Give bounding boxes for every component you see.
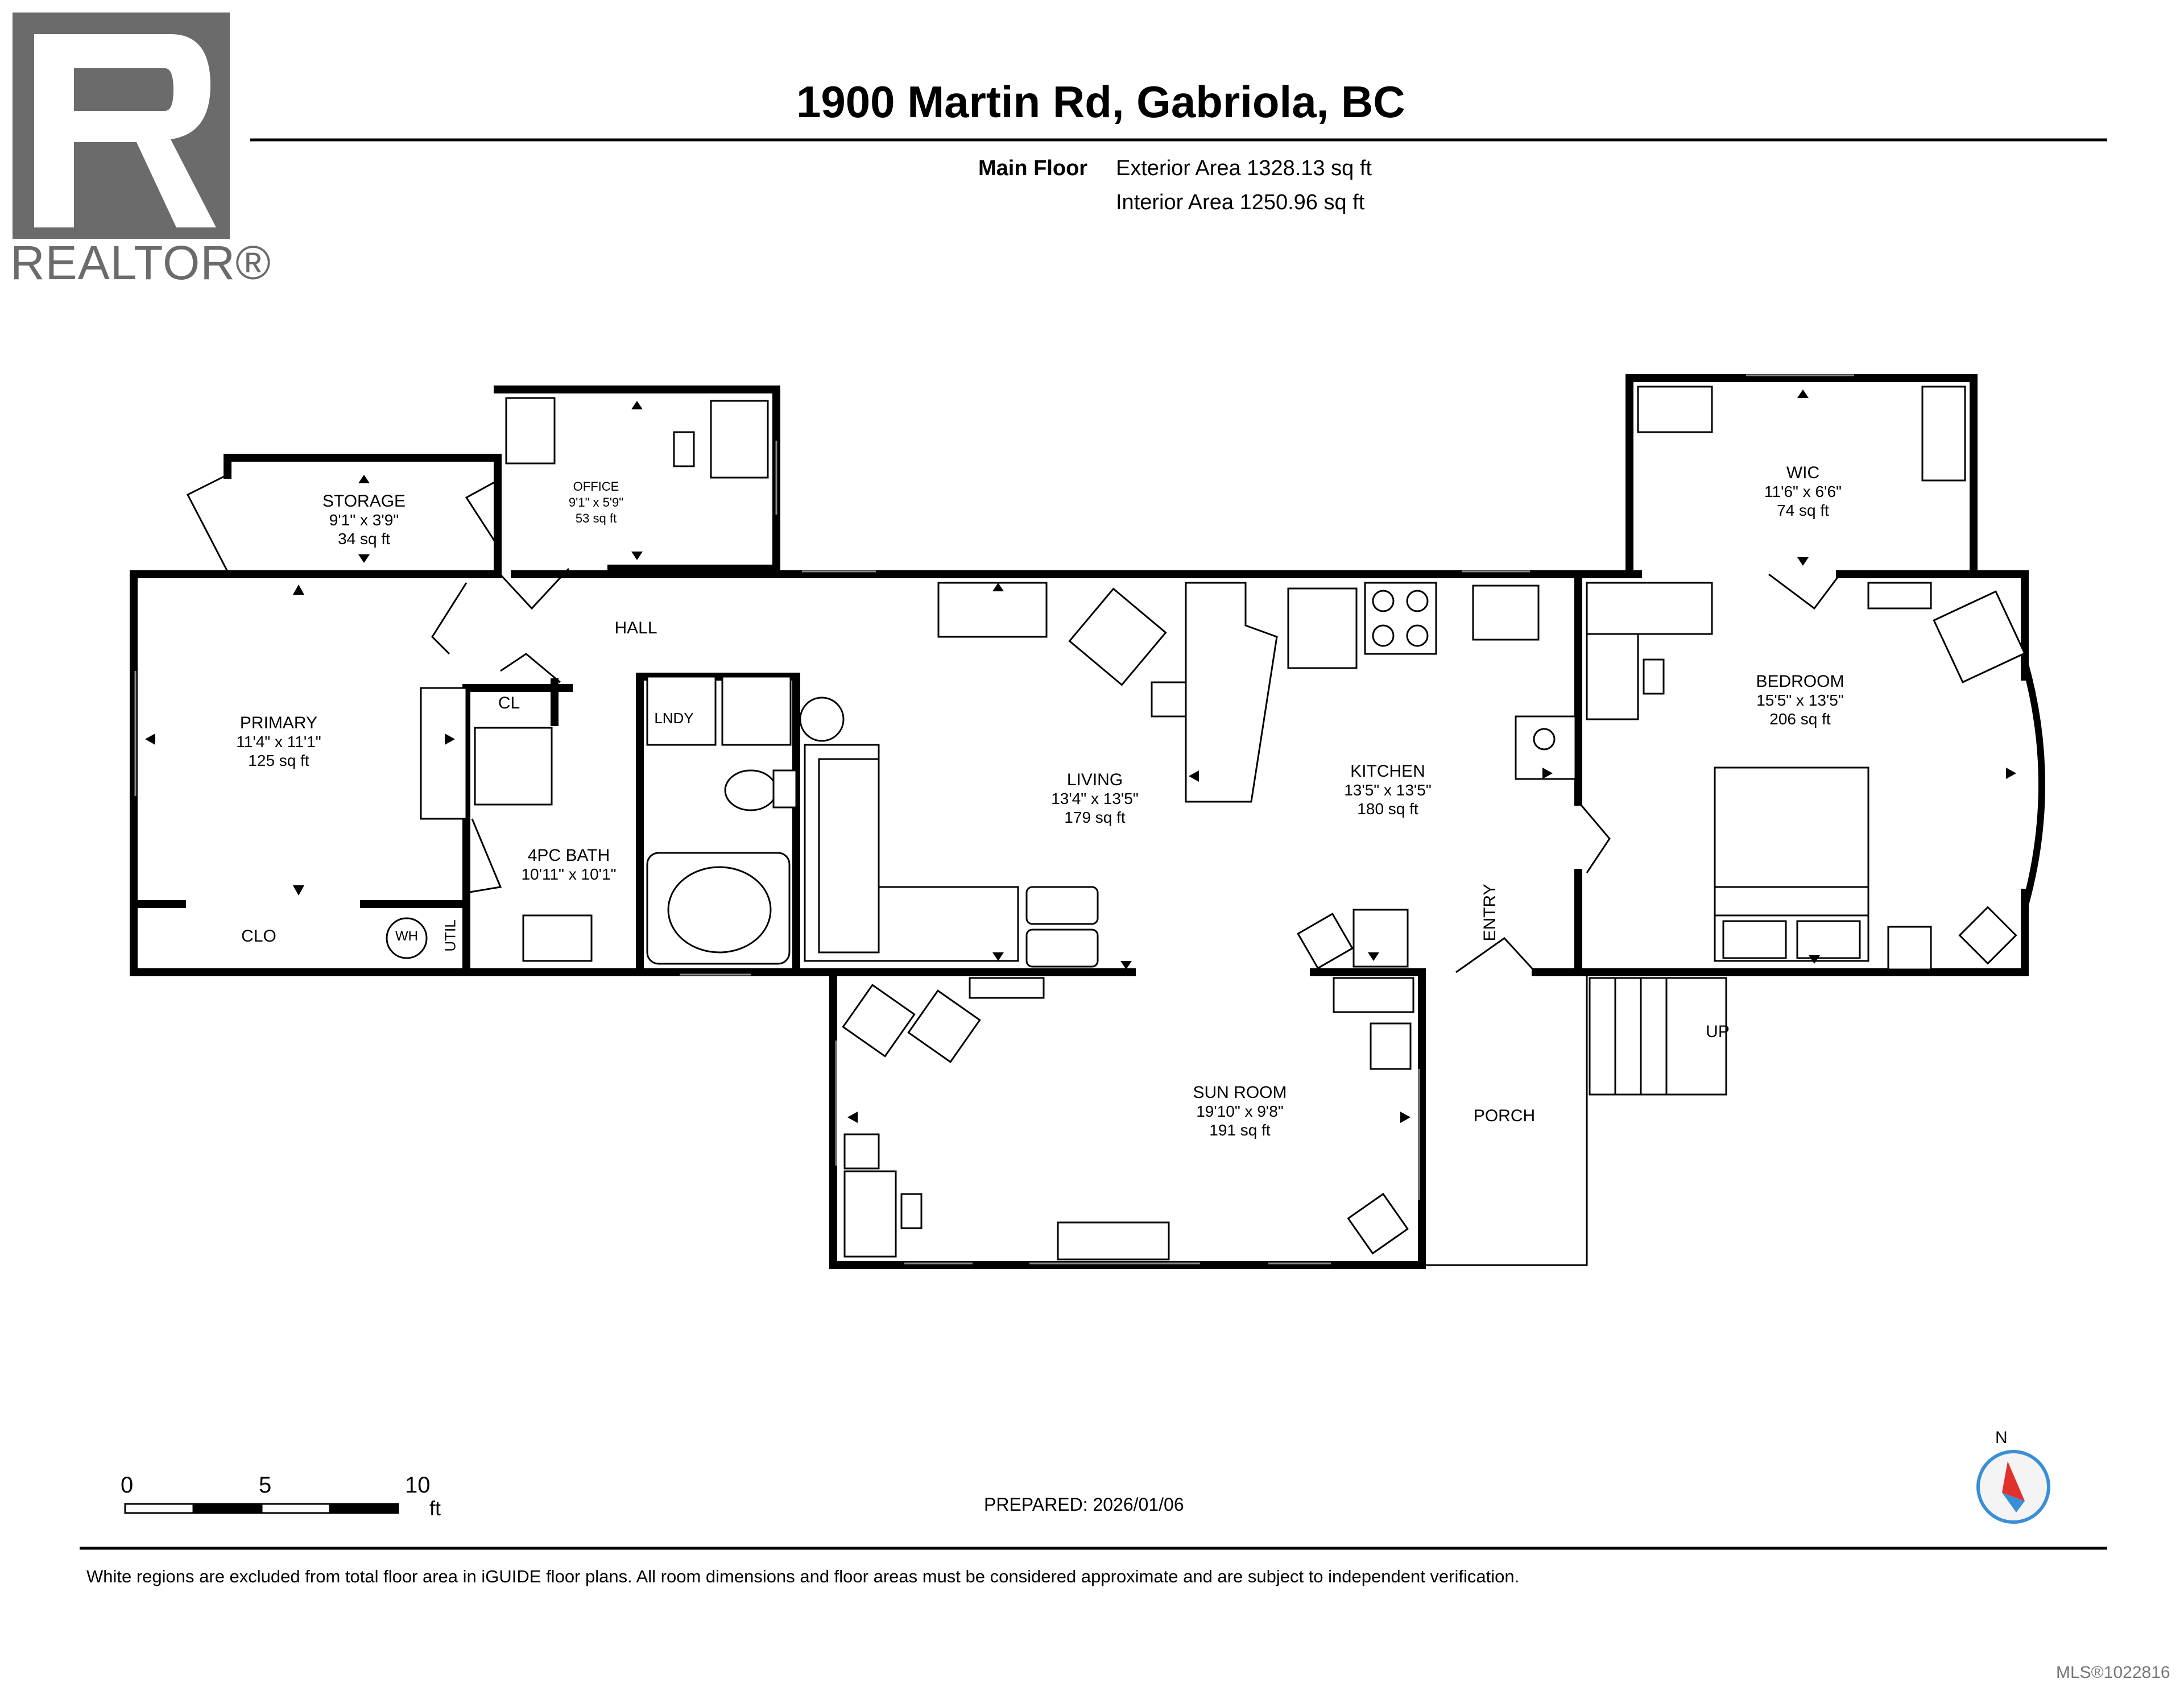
room-primary: PRIMARY 11'4" x 11'1" 125 sq ft [236, 714, 321, 770]
windows [134, 374, 1854, 1265]
room-name: KITCHEN [1350, 762, 1425, 781]
label-porch: PORCH [1473, 1106, 1536, 1125]
room-name: SUN ROOM [1193, 1083, 1287, 1102]
room-dims: 9'1" x 3'9" [329, 511, 399, 529]
room-name: 4PC BATH [527, 846, 610, 865]
label-closet: CL [498, 694, 520, 712]
room-wic: WIC 11'6" x 6'6" 74 sq ft [1764, 463, 1842, 520]
room-dims: 9'1" x 5'9" [568, 495, 624, 509]
mls-number: MLS®1022816 [2056, 1663, 2170, 1682]
room-area: 125 sq ft [248, 752, 309, 769]
room-bath: 4PC BATH 10'11" x 10'1" [521, 846, 616, 884]
scale-5: 5 [259, 1473, 272, 1498]
compass [1976, 1450, 2050, 1524]
page-title: 1900 Martin Rd, Gabriola, BC [796, 77, 1405, 127]
room-area: 53 sq ft [575, 511, 617, 525]
room-name: BEDROOM [1756, 672, 1844, 691]
room-name: PRIMARY [239, 714, 318, 732]
label-hall: HALL [614, 619, 657, 637]
room-area: 206 sq ft [1769, 710, 1831, 728]
scale-unit: ft [429, 1497, 441, 1520]
room-name: WIC [1786, 463, 1820, 482]
room-area: 179 sq ft [1064, 809, 1126, 826]
door-swings [186, 474, 1841, 973]
room-dims: 13'4" x 13'5" [1051, 790, 1139, 807]
scale-10: 10 [405, 1473, 431, 1498]
compass-north-label: N [1995, 1428, 2008, 1447]
realtor-logo [13, 13, 230, 239]
room-dims: 19'10" x 9'8" [1196, 1102, 1284, 1120]
room-dims: 13'5" x 13'5" [1344, 781, 1432, 799]
room-kitchen: KITCHEN 13'5" x 13'5" 180 sq ft [1344, 762, 1432, 818]
scale-0: 0 [121, 1473, 134, 1498]
room-office: OFFICE 9'1" x 5'9" 53 sq ft [569, 479, 623, 527]
room-dims: 11'4" x 11'1" [236, 733, 321, 751]
room-bedroom: BEDROOM 15'5" x 13'5" 206 sq ft [1756, 672, 1844, 728]
floor-label: Main Floor [978, 156, 1088, 180]
room-area: 191 sq ft [1209, 1121, 1271, 1139]
exterior-area: Exterior Area 1328.13 sq ft [1116, 156, 1372, 180]
label-clo: CLO [241, 927, 276, 946]
label-laundry: LNDY [654, 710, 694, 727]
label-up: UP [1706, 1022, 1730, 1041]
scale-bar [124, 1503, 399, 1514]
room-storage: STORAGE 9'1" x 3'9" 34 sq ft [322, 492, 406, 548]
bay-window [2021, 661, 2045, 908]
room-living: LIVING 13'4" x 13'5" 179 sq ft [1051, 770, 1139, 827]
room-dims: 11'6" x 6'6" [1764, 483, 1842, 500]
room-name: OFFICE [573, 479, 619, 494]
fixtures [386, 386, 2026, 1261]
label-entry: ENTRY [1480, 884, 1499, 942]
label-util: UTIL [441, 919, 459, 952]
prepared-date: PREPARED: 2026/01/06 [984, 1494, 1184, 1515]
room-dims: 15'5" x 13'5" [1756, 691, 1844, 709]
room-dims: 10'11" x 10'1" [521, 865, 617, 883]
room-name: STORAGE [322, 492, 406, 511]
disclaimer: White regions are excluded from total fl… [86, 1566, 1520, 1586]
room-sunroom: SUN ROOM 19'10" x 9'8" 191 sq ft [1193, 1083, 1287, 1139]
room-area: 180 sq ft [1357, 800, 1418, 818]
realtor-wordmark: REALTOR® [10, 236, 271, 289]
room-area: 34 sq ft [338, 530, 390, 548]
measure-arrows [145, 389, 2016, 1123]
room-name: LIVING [1066, 770, 1123, 789]
interior-area: Interior Area 1250.96 sq ft [1116, 190, 1365, 214]
label-wh: WH [395, 929, 418, 944]
room-area: 74 sq ft [1777, 501, 1829, 519]
